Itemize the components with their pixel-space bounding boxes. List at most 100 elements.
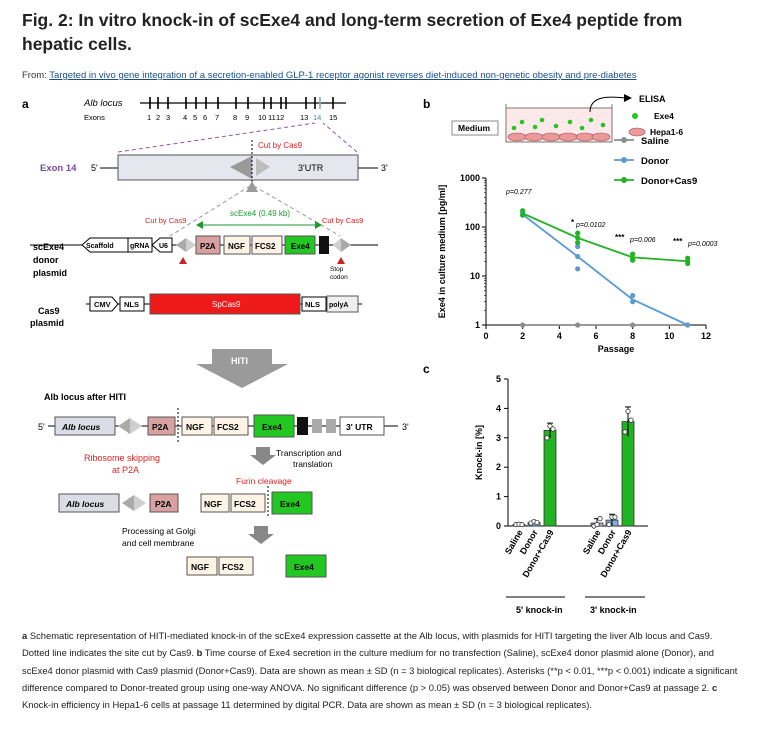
svg-text:Stop: Stop <box>330 266 344 273</box>
y-axis-label: Exe4 in culture medium [pg/ml] <box>437 185 447 319</box>
cut-label-top: Cut by Cas9 <box>258 141 303 150</box>
svg-text:***: *** <box>673 237 683 246</box>
svg-text:NGF: NGF <box>204 499 222 509</box>
svg-text:***: *** <box>615 233 625 242</box>
svg-text:Exe4: Exe4 <box>262 422 282 432</box>
y-tick-label: 1 <box>496 492 501 502</box>
y-tick-label: 4 <box>496 403 501 413</box>
group-3prime: 3' knock-in <box>590 605 637 615</box>
svg-text:HITI: HITI <box>231 356 248 366</box>
y-tick-label: 1000 <box>460 173 480 183</box>
x-tick-label: 6 <box>593 331 598 341</box>
legend-label: Donor+Cas9 <box>641 176 697 187</box>
svg-text:Processing at Golgi: Processing at Golgi <box>122 526 196 536</box>
legend-marker <box>621 177 627 183</box>
cut-site-arrows <box>230 156 252 179</box>
svg-text:ELISA: ELISA <box>639 94 666 104</box>
svg-text:at P2A: at P2A <box>112 465 139 475</box>
series-line-donor-cas9 <box>522 212 688 263</box>
source-line: From: Targeted in vivo gene integration … <box>22 70 637 81</box>
x-tick-label: 8 <box>630 331 635 341</box>
svg-text:5: 5 <box>193 113 197 122</box>
hiti-arrow <box>196 349 288 388</box>
svg-text:codon: codon <box>330 274 348 281</box>
svg-text:5': 5' <box>91 163 98 173</box>
data-point <box>685 260 691 267</box>
svg-text:2: 2 <box>156 113 160 122</box>
exons-label: Exons <box>84 113 105 122</box>
x-axis-label: Passage <box>598 344 635 354</box>
legend-marker <box>621 137 627 143</box>
svg-text:plasmid: plasmid <box>30 318 64 328</box>
svg-text:P2A: P2A <box>155 499 172 509</box>
svg-text:NGF: NGF <box>191 562 209 572</box>
svg-text:3: 3 <box>166 113 170 122</box>
svg-text:gRNA: gRNA <box>130 243 149 250</box>
svg-text:FCS2: FCS2 <box>222 562 244 572</box>
x-tick-label: 0 <box>483 331 488 341</box>
data-point <box>630 257 636 263</box>
svg-text:FCS2: FCS2 <box>255 242 276 251</box>
exon14-label: Exon 14 <box>40 163 77 174</box>
svg-text:Scaffold: Scaffold <box>86 243 114 250</box>
data-point <box>630 251 636 257</box>
data-point <box>520 212 526 218</box>
source-article-link[interactable]: Targeted in vivo gene integration of a s… <box>49 70 637 81</box>
from-label: From: <box>22 70 47 81</box>
svg-text:translation: translation <box>293 459 332 469</box>
data-point <box>575 243 581 250</box>
data-point <box>630 292 636 299</box>
svg-text:SpCas9: SpCas9 <box>212 300 241 309</box>
svg-text:NLS: NLS <box>124 300 139 309</box>
svg-text:Exe4: Exe4 <box>280 499 300 509</box>
x-tick-label: 12 <box>701 331 711 341</box>
replicate-point <box>547 423 553 429</box>
svg-text:*: * <box>571 218 575 227</box>
svg-text:donor: donor <box>33 255 59 265</box>
svg-text:Exe4: Exe4 <box>291 242 310 251</box>
svg-text:U6: U6 <box>159 243 168 250</box>
svg-text:NGF: NGF <box>228 242 245 251</box>
bar <box>621 421 635 527</box>
svg-text:b: b <box>423 97 430 111</box>
svg-text:Ribosome skipping: Ribosome skipping <box>84 453 160 463</box>
svg-text:Exe4: Exe4 <box>294 562 314 572</box>
svg-text:12: 12 <box>276 113 284 122</box>
y-axis-label: Knock-in [%] <box>474 425 484 480</box>
svg-text:plasmid: plasmid <box>33 268 67 278</box>
panel-a-label: a <box>22 97 29 111</box>
svg-text:3'UTR: 3'UTR <box>298 163 324 173</box>
svg-text:p=0.006: p=0.006 <box>629 237 656 244</box>
svg-text:8: 8 <box>233 113 237 122</box>
data-point <box>575 235 581 241</box>
series-line-donor <box>522 213 689 326</box>
svg-text:Furin cleavage: Furin cleavage <box>236 476 292 486</box>
svg-text:polyA: polyA <box>329 302 348 309</box>
svg-text:14: 14 <box>313 113 321 122</box>
x-tick-label: 4 <box>557 331 562 341</box>
svg-text:and cell membrane: and cell membrane <box>122 538 195 548</box>
svg-text:P2A: P2A <box>152 422 169 432</box>
svg-text:FCS2: FCS2 <box>234 499 256 509</box>
replicate-point <box>606 521 612 528</box>
x-tick-label: 2 <box>520 331 525 341</box>
svg-text:1: 1 <box>147 113 151 122</box>
figure-caption: a Schematic representation of HITI-media… <box>22 630 738 711</box>
y-tick-label: 5 <box>496 374 501 384</box>
replicate-point <box>597 516 603 522</box>
svg-text:CMV: CMV <box>94 300 111 309</box>
data-point <box>520 208 526 214</box>
data-point <box>575 230 581 236</box>
svg-text:3': 3' <box>402 422 409 432</box>
svg-text:5': 5' <box>38 422 45 432</box>
y-tick-label: 10 <box>470 271 480 281</box>
svg-text:4: 4 <box>183 113 187 122</box>
svg-text:scExe4: scExe4 <box>33 242 64 252</box>
data-point <box>575 253 581 260</box>
data-point <box>520 322 526 328</box>
y-tick-label: 2 <box>496 462 501 472</box>
